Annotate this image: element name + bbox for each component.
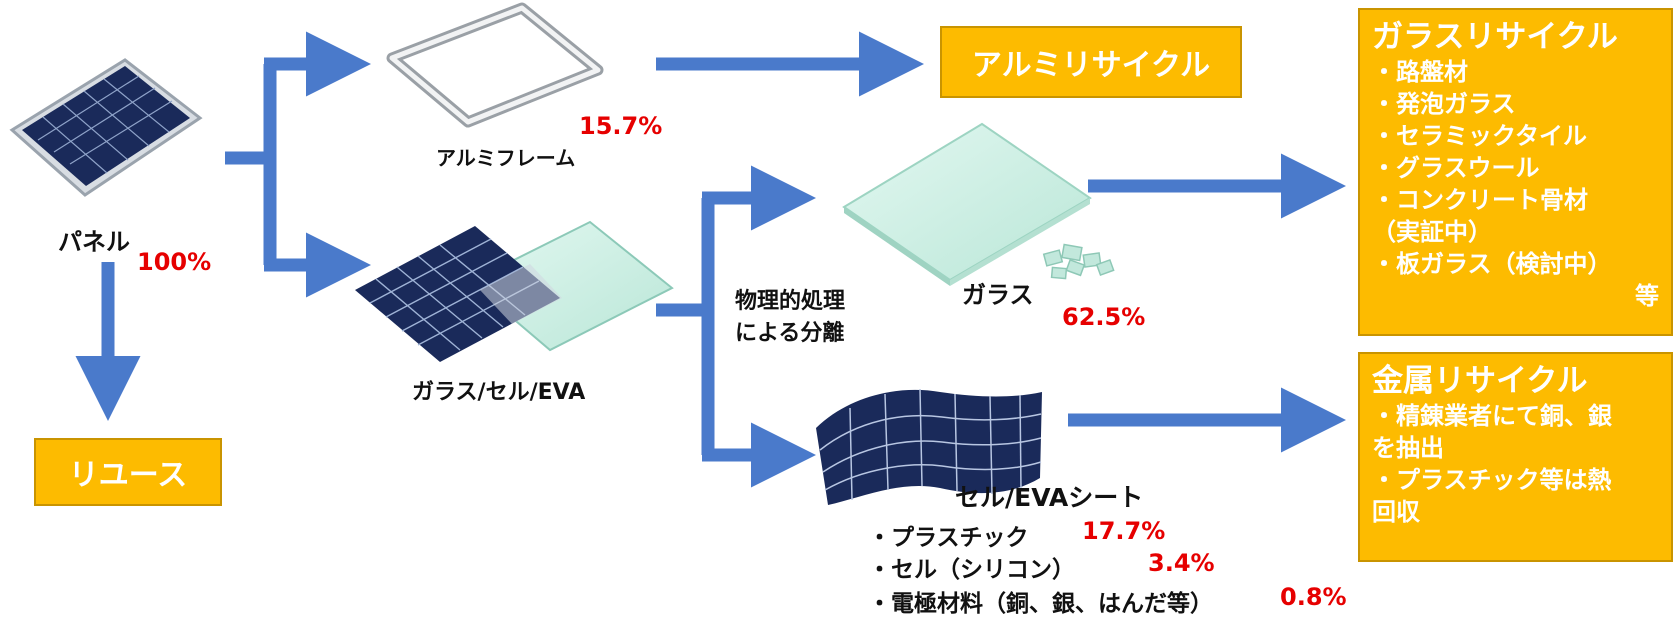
glass-recycle-item: ・セラミックタイル <box>1372 122 1588 150</box>
metal-recycle-item: 回収 <box>1372 498 1420 526</box>
frame-percent: 15.7% <box>579 112 663 140</box>
aluminum-recycle-box: アルミリサイクル <box>940 26 1242 98</box>
panel-label: パネル <box>58 228 130 256</box>
metal-recycle-item: を抽出 <box>1372 434 1444 462</box>
sheet-item-cell-percent: 3.4% <box>1148 549 1215 577</box>
sheet-item-plastic-percent: 17.7% <box>1082 517 1166 545</box>
physical-process-line1: 物理的処理 <box>735 289 846 314</box>
physical-process-line2: による分離 <box>735 321 845 346</box>
glass-plate-image <box>842 122 1115 286</box>
metal-recycle-box: 金属リサイクル ・精錬業者にて銅、銀 を抽出 ・プラスチック等は熱 回収 <box>1358 352 1673 562</box>
solar-panel-image <box>9 58 203 197</box>
sheet-item-cell: ・セル（シリコン） <box>868 557 1075 583</box>
sheet-label: セル/EVAシート <box>955 483 1144 512</box>
glass-cullet-icon <box>1042 243 1115 280</box>
laminate-label: ガラス/セル/EVA <box>412 380 586 405</box>
frame-label: アルミフレーム <box>436 146 576 170</box>
aluminum-recycle-label: アルミリサイクル <box>971 48 1211 83</box>
metal-recycle-title: 金属リサイクル <box>1372 363 1588 399</box>
sheet-item-electrode: ・電極材料（銅、銀、はんだ等） <box>868 591 1213 617</box>
glass-recycle-box: ガラスリサイクル ・路盤材 ・発泡ガラス ・セラミックタイル ・グラスウール ・… <box>1358 8 1673 336</box>
metal-recycle-item: ・プラスチック等は熱 <box>1372 466 1612 494</box>
glass-percent: 62.5% <box>1062 303 1146 331</box>
laminate-image <box>355 220 674 362</box>
cell-sheet-image <box>816 388 1042 505</box>
reuse-box: リユース <box>34 438 222 506</box>
metal-recycle-item: ・精錬業者にて銅、銀 <box>1372 402 1612 430</box>
glass-recycle-item: ・路盤材 <box>1372 58 1468 86</box>
glass-recycle-title: ガラスリサイクル <box>1372 19 1618 55</box>
glass-label: ガラス <box>962 281 1034 309</box>
aluminum-frame-image <box>386 2 604 128</box>
sheet-item-electrode-percent: 0.8% <box>1280 583 1347 611</box>
glass-recycle-item: ・発泡ガラス <box>1372 90 1516 118</box>
glass-recycle-item: ・板ガラス（検討中） <box>1372 250 1612 278</box>
glass-recycle-item: ・コンクリート骨材 <box>1372 186 1588 214</box>
reuse-label: リユース <box>68 458 188 493</box>
glass-recycle-item: ・グラスウール <box>1372 154 1540 182</box>
glass-recycle-item: （実証中） <box>1372 218 1492 246</box>
glass-recycle-tail: 等 <box>1635 282 1659 310</box>
flow-arrows <box>75 31 1346 488</box>
sheet-item-plastic: ・プラスチック <box>868 525 1029 551</box>
panel-percent: 100% <box>137 248 212 276</box>
